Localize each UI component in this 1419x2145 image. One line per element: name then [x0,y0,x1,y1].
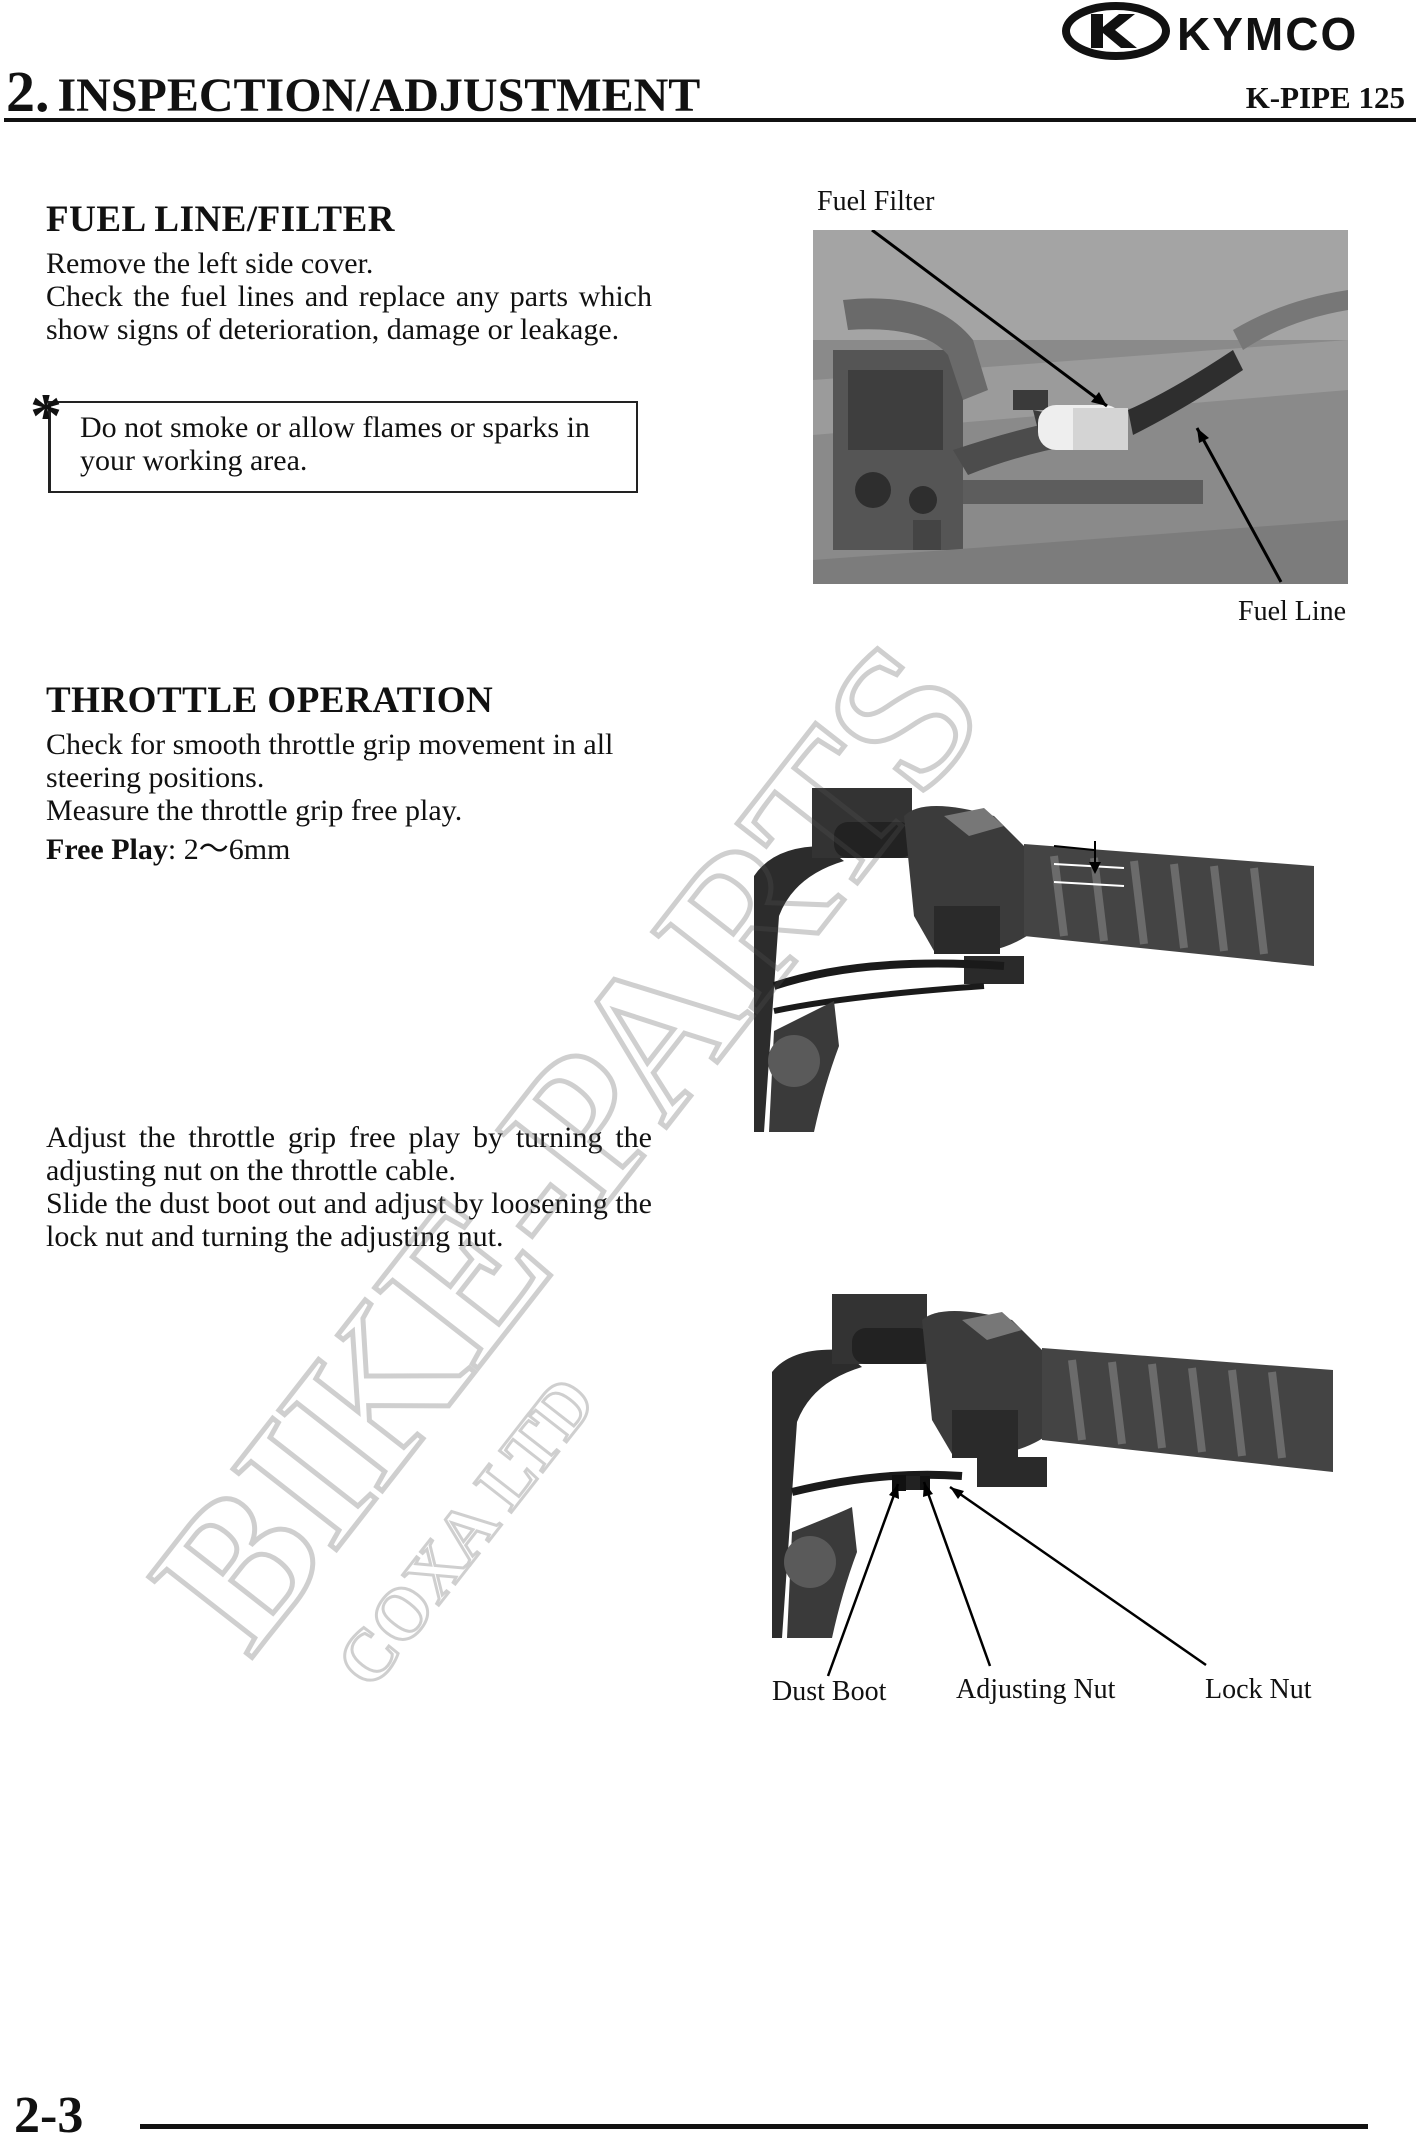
throttle-text: Check for smooth throttle grip movement … [46,728,652,866]
throttle-section-title: THROTTLE OPERATION [46,680,494,721]
adjust-step-2: Slide the dust boot out and adjust by lo… [46,1187,652,1253]
free-play-label: Free Play [46,833,168,866]
fuel-step-2: Check the fuel lines and replace any par… [46,280,652,346]
adjust-step-1: Adjust the throttle grip free play by tu… [46,1121,652,1187]
label-fuel-filter: Fuel Filter [817,186,935,217]
throttle-step-2: Measure the throttle grip free play. [46,794,463,827]
free-play-spec: Free Play: 2～6mm [46,833,652,866]
model-name: K-PIPE 125 [1245,80,1405,115]
throttle-cable-photo [772,1292,1333,1638]
throttle-grip-photo [754,786,1315,1132]
header-rule [4,118,1416,122]
label-dust-boot: Dust Boot [772,1676,887,1707]
fuel-step-1: Remove the left side cover. [46,247,374,280]
fuel-section-title: FUEL LINE/FILTER [46,199,396,240]
page-number: 2-3 [14,2087,84,2144]
throttle-step-1: Check for smooth throttle grip movement … [46,728,614,794]
warning-box [48,401,638,493]
chapter-number: 2. [6,59,50,124]
fuel-text: Remove the left side cover. Check the fu… [46,247,652,346]
label-fuel-line: Fuel Line [1238,596,1347,627]
chapter-title: INSPECTION/ADJUSTMENT [57,69,701,122]
warning-text: Do not smoke or allow flames or sparks i… [80,411,590,477]
fuel-filter-photo [813,230,1348,584]
kymco-logo: KYMCO [1061,0,1405,62]
label-lock-nut: Lock Nut [1205,1674,1312,1705]
brand-wordmark: KYMCO [1177,8,1358,60]
label-adjusting-nut: Adjusting Nut [956,1674,1116,1705]
adjust-text: Adjust the throttle grip free play by tu… [46,1121,652,1253]
warning-asterisk: * [30,380,62,451]
chapter-heading: 2.INSPECTION/ADJUSTMENT [6,58,700,125]
free-play-value: : 2～6mm [167,833,291,866]
footer-rule [140,2124,1368,2129]
